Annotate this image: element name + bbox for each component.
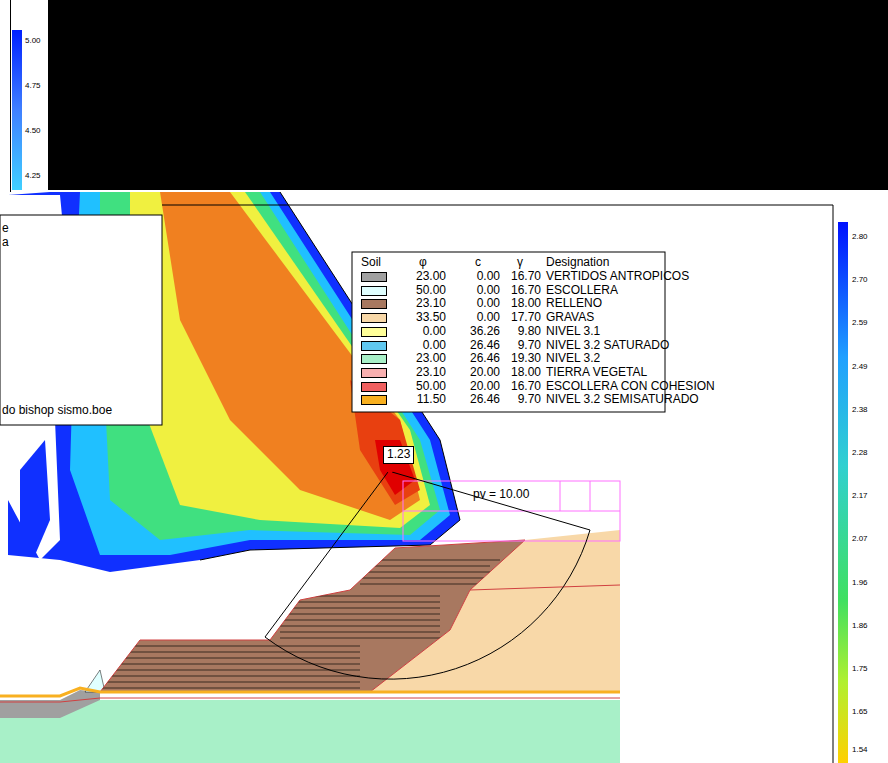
legend-swatch (361, 299, 387, 309)
grid-outline (200, 192, 460, 560)
scale-value: 1.75 (852, 664, 868, 673)
soil-parameter: 0.00 (477, 311, 500, 325)
legend-text: NIVEL 3.1 (546, 325, 600, 339)
scale-value: 1.86 (852, 621, 868, 630)
info-text: e (2, 222, 9, 236)
color-scale (838, 222, 848, 763)
layer-boundary (470, 585, 620, 590)
scale-value: 2.59 (852, 318, 868, 327)
soil-section (0, 530, 620, 763)
soil-parameter: 9.70 (518, 339, 541, 353)
frame-line (10, 0, 11, 192)
soil-parameter: 18.00 (511, 366, 541, 380)
scale-value: 2.38 (852, 405, 868, 414)
color-scale (12, 30, 22, 190)
legend-swatch (361, 395, 387, 405)
soil-vertidos (0, 690, 100, 718)
soil-parameter: 9.80 (518, 325, 541, 339)
soil-parameter: 26.46 (470, 339, 500, 353)
scale-value: 2.28 (852, 448, 868, 457)
soil-parameter: 19.30 (511, 352, 541, 366)
legend-text: TIERRA VEGETAL (546, 366, 647, 380)
soil-parameter: 11.50 (417, 393, 446, 407)
soil-parameter: 0.00 (477, 284, 500, 298)
scale-value: 4.50 (25, 126, 41, 135)
min-factor: 1.23 (383, 446, 414, 464)
scale-value: 4.75 (25, 81, 41, 90)
scale-value: 2.17 (852, 491, 868, 500)
soil-parameter: 20.00 (470, 366, 500, 380)
legend-swatch (361, 368, 387, 378)
soil-nivel32 (0, 700, 620, 763)
layer-boundary (0, 698, 620, 702)
legend-text: ESCOLLERA (546, 284, 618, 298)
soil-parameter: 33.50 (416, 311, 446, 325)
contour-orange (160, 192, 420, 520)
legend-text: NIVEL 3.2 SEMISATURADO (546, 393, 699, 407)
legend-swatch (361, 354, 387, 364)
scale-value: 1.54 (852, 745, 868, 754)
legend-text: GRAVAS (546, 311, 594, 325)
info-box (0, 215, 162, 425)
info-text: a (2, 236, 9, 250)
critical-center (387, 467, 393, 473)
scale-value: 1.96 (852, 578, 868, 587)
soil-parameter: 16.70 (511, 270, 541, 284)
legend-text: ESCOLLERA CON COHESION (546, 380, 715, 394)
soil-parameter: 36.26 (470, 325, 500, 339)
scale-value: 5.00 (25, 36, 41, 45)
soil-parameter: 9.70 (518, 393, 541, 407)
soil-parameter: 23.00 (416, 270, 446, 284)
legend-text: NIVEL 3.2 (546, 352, 600, 366)
soil-semisaturado (0, 688, 620, 696)
file-name: do bishop sismo.boe (2, 404, 112, 418)
soil-parameter: 16.70 (511, 380, 541, 394)
legend-text: RELLENO (546, 297, 602, 311)
soil-parameter: 16.70 (511, 284, 541, 298)
soil-parameter: 17.70 (511, 311, 541, 325)
soil-parameter: 23.00 (416, 352, 446, 366)
soil-parameter: 0.00 (477, 297, 500, 311)
legend-header: γ (517, 256, 523, 270)
scale-value: 2.80 (852, 232, 868, 241)
soil-parameter: 20.00 (470, 380, 500, 394)
legend-swatch (361, 272, 387, 282)
legend-header: Soil (361, 256, 381, 270)
soil-parameter: 50.00 (416, 284, 446, 298)
legend-text: VERTIDOS ANTROPICOS (546, 270, 689, 284)
surcharge-grid (403, 481, 620, 541)
slip-circle (265, 472, 590, 679)
legend-text: NIVEL 3.2 SATURADO (546, 339, 669, 353)
contour-blue-strip (20, 440, 50, 555)
contour-red (375, 440, 415, 495)
soil-parameter: 18.00 (511, 297, 541, 311)
redaction-panel (48, 0, 888, 190)
contour-yellow (130, 192, 430, 528)
soil-parameter: 0.00 (423, 325, 446, 339)
scale-value: 2.07 (852, 534, 868, 543)
surcharge-label: pv = 10.00 (473, 488, 529, 502)
legend-swatch (361, 327, 387, 337)
soil-parameter: 26.46 (470, 393, 500, 407)
legend-swatch (361, 286, 387, 296)
soil-parameter: 23.10 (416, 297, 446, 311)
soil-parameter: 0.00 (423, 339, 446, 353)
soil-parameter: 23.10 (416, 366, 446, 380)
legend-swatch (361, 341, 387, 351)
soil-parameter: 50.00 (416, 380, 446, 394)
scale-value: 2.70 (852, 275, 868, 284)
soil-parameter: 0.00 (477, 270, 500, 284)
reinforcement-layers (100, 560, 500, 688)
soil-parameter: 26.46 (470, 352, 500, 366)
soil-relleno (100, 540, 525, 692)
legend-header: φ (419, 256, 427, 270)
scale-value: 2.49 (852, 362, 868, 371)
legend-swatch (361, 313, 387, 323)
legend-header: Designation (546, 256, 609, 270)
legend-swatch (361, 382, 387, 392)
legend-header: c (475, 256, 481, 270)
scale-value: 1.65 (852, 707, 868, 716)
scale-value: 4.25 (25, 171, 41, 180)
